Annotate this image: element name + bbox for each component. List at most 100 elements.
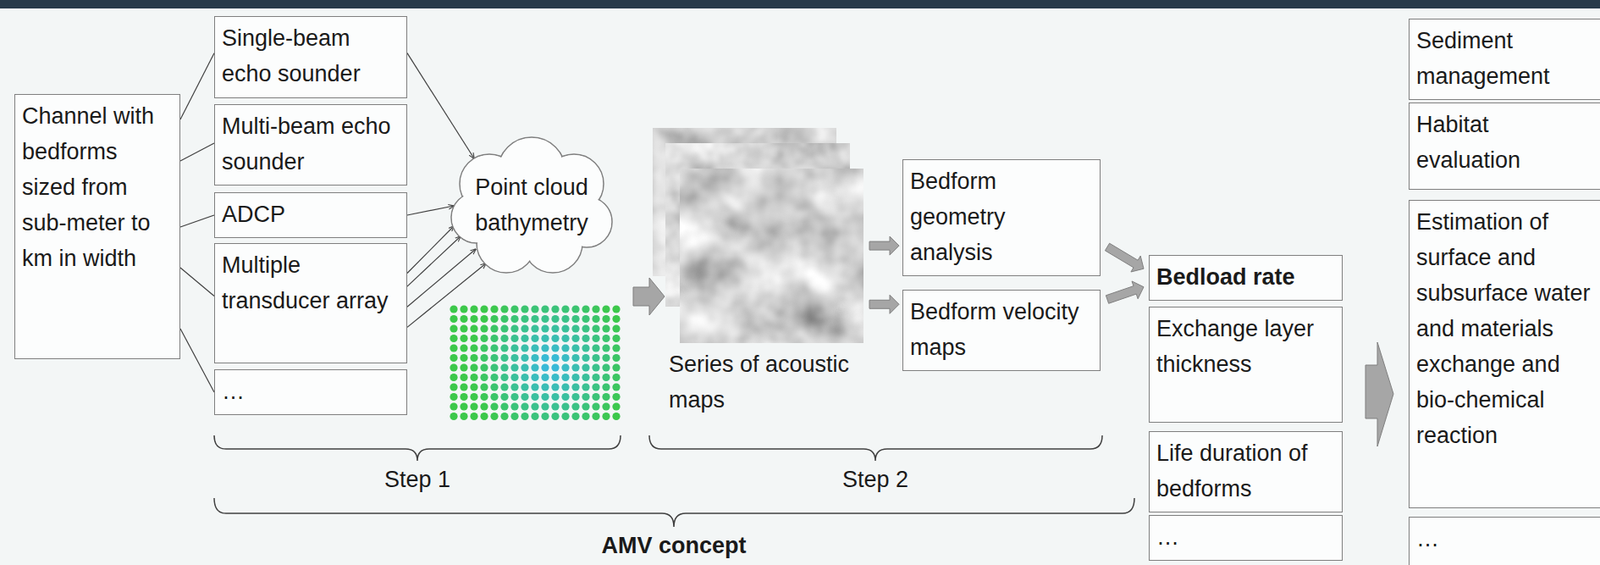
grid-point: [540, 334, 549, 343]
grid-point: [459, 334, 468, 343]
application-box: Sediment management: [1408, 18, 1600, 100]
grid-point: [469, 343, 478, 352]
grid-point: [510, 392, 519, 401]
grid-point: [449, 402, 458, 410]
grid-point: [612, 363, 620, 371]
grid-point: [561, 314, 569, 323]
step-bracket: [214, 435, 621, 461]
grid-point: [612, 353, 620, 362]
connector-line: [180, 143, 215, 161]
connector-line: [407, 205, 454, 216]
grid-point: [490, 373, 498, 381]
grid-point: [490, 363, 498, 371]
grid-point: [612, 324, 620, 332]
step-label: Step 2: [706, 463, 1045, 495]
grid-point: [449, 392, 458, 401]
grid-point: [459, 412, 468, 420]
grid-point: [530, 373, 539, 381]
grid-point: [490, 402, 498, 410]
grid-point: [449, 314, 458, 323]
node-text: Estimation of surface and subsurface wat…: [1416, 204, 1593, 453]
grid-point: [551, 353, 559, 362]
block-arrow: [1105, 281, 1144, 304]
grid-point: [551, 334, 559, 343]
grid-point: [581, 382, 590, 391]
grid-point: [480, 304, 488, 313]
grid-point: [500, 324, 508, 332]
grid-point: [591, 392, 600, 401]
grid-point: [581, 363, 590, 371]
grid-point: [540, 324, 549, 332]
grid-point: [500, 363, 508, 371]
instrument-box: Multi-beam echo sounder: [214, 104, 408, 186]
grid-point: [601, 392, 610, 401]
grid-point: [520, 412, 529, 420]
grid-point: [469, 314, 478, 323]
grid-point: [581, 392, 590, 401]
node-text: Exchange layer thickness: [1156, 310, 1336, 382]
grid-point: [591, 314, 600, 323]
grid-point: [490, 324, 498, 332]
grid-point: [520, 314, 529, 323]
grid-point: [581, 334, 590, 343]
grid-point: [571, 324, 580, 332]
grid-point: [571, 382, 580, 391]
grid-point: [520, 334, 529, 343]
grid-point: [459, 353, 468, 362]
grid-point: [540, 402, 549, 410]
map-stack: Series of acoustic maps: [652, 127, 865, 420]
grid-point: [449, 373, 458, 381]
grid-point: [530, 382, 539, 391]
grid-point: [612, 392, 620, 401]
grid-point: [571, 343, 580, 352]
grid-point: [469, 373, 478, 381]
grid-point: [540, 304, 549, 313]
grid-point: [601, 373, 610, 381]
node-text: Multiple transducer array: [221, 247, 400, 319]
grid-point: [520, 382, 529, 391]
grid-point: [490, 343, 498, 352]
grid-point: [459, 382, 468, 391]
grid-point: [469, 382, 478, 391]
grid-point: [561, 324, 569, 332]
node-text: Channel with bedforms sized from sub-met…: [22, 98, 173, 276]
grid-point: [561, 353, 569, 362]
node-text: Bedload rate: [1156, 259, 1336, 295]
grid-point: [571, 334, 580, 343]
grid-point: [571, 392, 580, 401]
grid-point: [581, 353, 590, 362]
grid-point: [551, 402, 559, 410]
grid-point: [540, 353, 549, 362]
grid-point: [459, 392, 468, 401]
grid-point: [469, 402, 478, 410]
grid-point: [591, 363, 600, 371]
concept-bracket: [214, 497, 1135, 527]
grid-point: [480, 324, 488, 332]
grid-point: [612, 373, 620, 381]
grid-point: [530, 343, 539, 352]
grid-point: [601, 304, 610, 313]
grid-point: [591, 412, 600, 420]
application-box: …: [1408, 516, 1600, 565]
grid-point: [490, 353, 498, 362]
grid-point: [601, 343, 610, 352]
node-text: Habitat evaluation: [1416, 106, 1593, 178]
grid-point: [500, 392, 508, 401]
acoustic-map-stack: [652, 127, 867, 345]
grid-point: [551, 382, 559, 391]
grid-point: [510, 334, 519, 343]
node-text: …: [1156, 518, 1336, 555]
result-box: Life duration of bedforms: [1148, 430, 1343, 513]
grid-point: [469, 304, 478, 313]
grid-point: [480, 353, 488, 362]
grid-point: [612, 402, 620, 410]
grid-point: [571, 353, 580, 362]
grid-point: [581, 343, 590, 352]
grid-point: [571, 412, 580, 420]
instrument-box: Multiple transducer array: [214, 242, 408, 364]
grid-point: [591, 382, 600, 391]
grid-point: [612, 304, 620, 313]
grid-point: [520, 373, 529, 381]
grid-point: [449, 304, 458, 313]
grid-point: [510, 402, 519, 410]
